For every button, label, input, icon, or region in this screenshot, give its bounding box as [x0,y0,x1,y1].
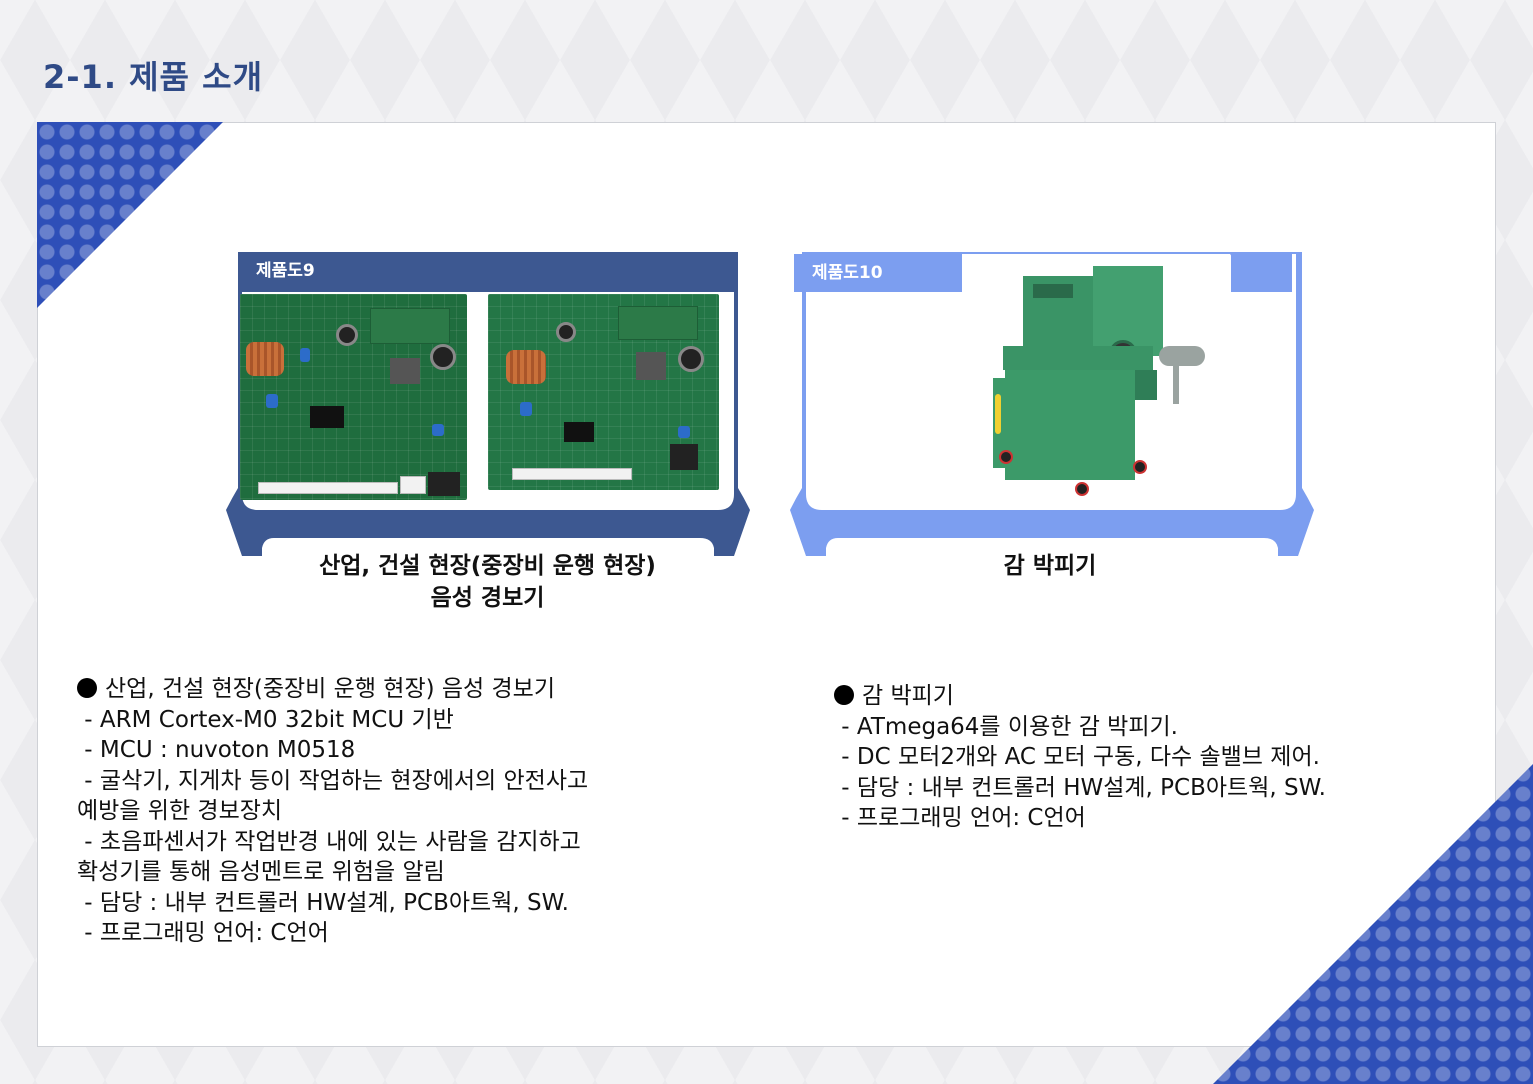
description-1-line-6: 확성기를 통해 음성멘트로 위험을 알림 [77,859,445,885]
product-description-1: 산업, 건설 현장(중장비 운행 현장) 음성 경보기 - ARM Cortex… [77,674,588,949]
description-heading-2-text: 감 박피기 [862,683,954,709]
description-1-line-3: - 굴삭기, 지게차 등이 작업하는 현장에서의 안전사고 [77,767,589,794]
bullet-dot-icon [77,678,97,698]
pcb-photo-2 [488,294,719,490]
description-1-line-4: 예방을 위한 경보장치 [77,798,283,824]
description-1-line-8: - 프로그래밍 언어: C언어 [77,920,329,946]
product-tag-2: 제품도10 [794,254,962,292]
product-caption-1: 산업, 건설 현장(중장비 운행 현장) 음성 경보기 [240,550,735,614]
description-2-line-3: - 담당 : 내부 컨트롤러 HW설계, PCB아트웍, SW. [834,774,1326,801]
product-caption-1-line2: 음성 경보기 [430,585,545,611]
page-title: 2-1. 제품 소개 [43,58,264,96]
machine-photo [963,254,1231,510]
description-heading-2: 감 박피기 [834,681,1326,712]
description-2-line-4: - 프로그래밍 언어: C언어 [834,805,1086,831]
description-heading-1: 산업, 건설 현장(중장비 운행 현장) 음성 경보기 [77,674,588,705]
product-description-2: 감 박피기 - ATmega64를 이용한 감 박피기. - DC 모터2개와 … [834,681,1326,834]
product-caption-1-line1: 산업, 건설 현장(중장비 운행 현장) [319,553,656,579]
description-1-line-7: - 담당 : 내부 컨트롤러 HW설계, PCB아트웍, SW. [77,889,569,916]
product-tag-1: 제품도9 [238,252,738,290]
description-2-line-1: - ATmega64를 이용한 감 박피기. [834,713,1178,740]
pcb-photo-1 [240,294,467,500]
bullet-dot-icon [834,685,854,705]
description-2-line-2: - DC 모터2개와 AC 모터 구동, 다수 솔밸브 제어. [834,744,1320,770]
product-caption-2-line1: 감 박피기 [1003,553,1097,579]
product-caption-2: 감 박피기 [800,550,1300,582]
description-1-line-1: - ARM Cortex-M0 32bit MCU 기반 [77,706,454,733]
description-heading-1-text: 산업, 건설 현장(중장비 운행 현장) 음성 경보기 [105,676,556,702]
description-1-line-5: - 초음파센서가 작업반경 내에 있는 사람을 감지하고 [77,828,581,855]
description-1-line-2: - MCU : nuvoton M0518 [77,737,356,763]
tag-bar-right [1230,254,1292,292]
